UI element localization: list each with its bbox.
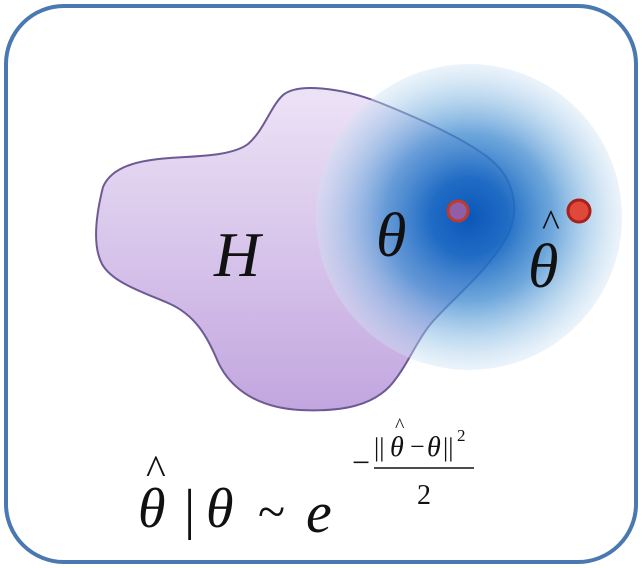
formula-exp-op: −: [410, 432, 425, 461]
theta-point: [446, 199, 470, 223]
formula-exp-symbol: θ: [427, 432, 441, 463]
noise-ball: [316, 64, 622, 370]
formula-tilde: ~: [258, 483, 285, 539]
theta-hat-label: ^ θ: [528, 203, 560, 301]
formula-lhs-symbol: θ: [138, 478, 166, 540]
formula-given-symbol: θ: [206, 478, 234, 540]
formula-exp-power: 2: [457, 426, 466, 445]
formula: ^ θ | θ ~ e − || ^ θ − θ || 2 2: [138, 415, 474, 545]
set-h-label: H: [213, 219, 264, 290]
formula-exp-hat-symbol: θ: [390, 432, 404, 463]
formula-lhs-hat: ^: [146, 448, 166, 494]
formula-base: e: [306, 480, 332, 545]
formula-exp-den: 2: [417, 480, 431, 511]
formula-exp-close: ||: [443, 433, 453, 462]
formula-exp-open: ||: [374, 433, 384, 462]
theta-hat-point: [566, 198, 592, 224]
theta-label: θ: [376, 202, 406, 270]
formula-exp-hat: ^: [395, 415, 405, 437]
theta-hat-hat: ^: [542, 203, 560, 245]
formula-exp-minus: −: [352, 444, 370, 480]
theta-hat-symbol: θ: [528, 233, 558, 301]
formula-bar: |: [184, 479, 195, 541]
